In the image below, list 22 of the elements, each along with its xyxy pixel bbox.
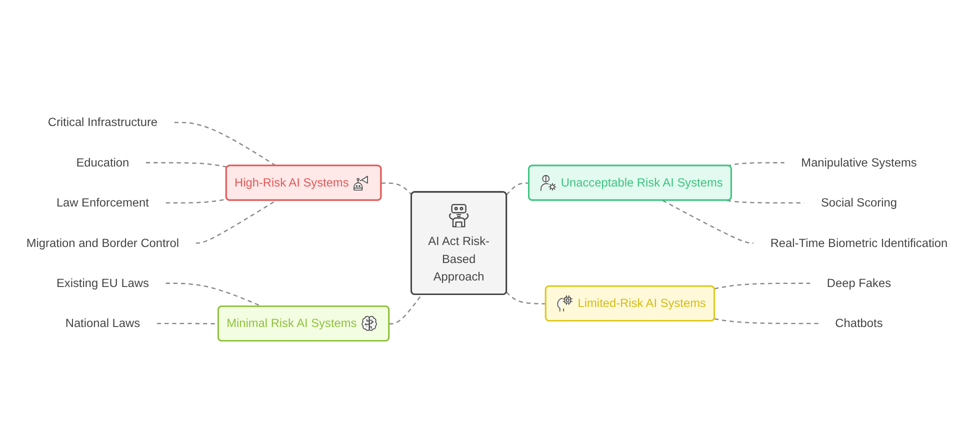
node-text: Migration and Border Control — [26, 236, 180, 250]
node-text: Real-Time Biometric Identification — [770, 236, 948, 250]
node-text: Critical Infrastructure — [48, 116, 158, 129]
node-text: Manipulative Systems — [801, 156, 917, 170]
node-text: Existing EU Laws — [56, 276, 149, 290]
connector — [196, 200, 277, 244]
connector — [726, 162, 784, 166]
connector — [506, 292, 546, 304]
connector — [714, 318, 818, 324]
node-text: Education — [76, 156, 130, 170]
connector — [506, 182, 530, 196]
connector — [174, 122, 277, 166]
node-text: National Laws — [65, 316, 140, 330]
node-text: Chatbots — [835, 316, 883, 330]
connector — [381, 182, 412, 196]
connector — [714, 282, 810, 290]
connector — [146, 162, 228, 168]
connector — [662, 200, 754, 244]
connector — [389, 294, 422, 324]
node-text: Social Scoring — [820, 196, 897, 210]
node-text: Law Enforcement — [56, 196, 149, 210]
node-text: Deep Fakes — [826, 276, 892, 290]
